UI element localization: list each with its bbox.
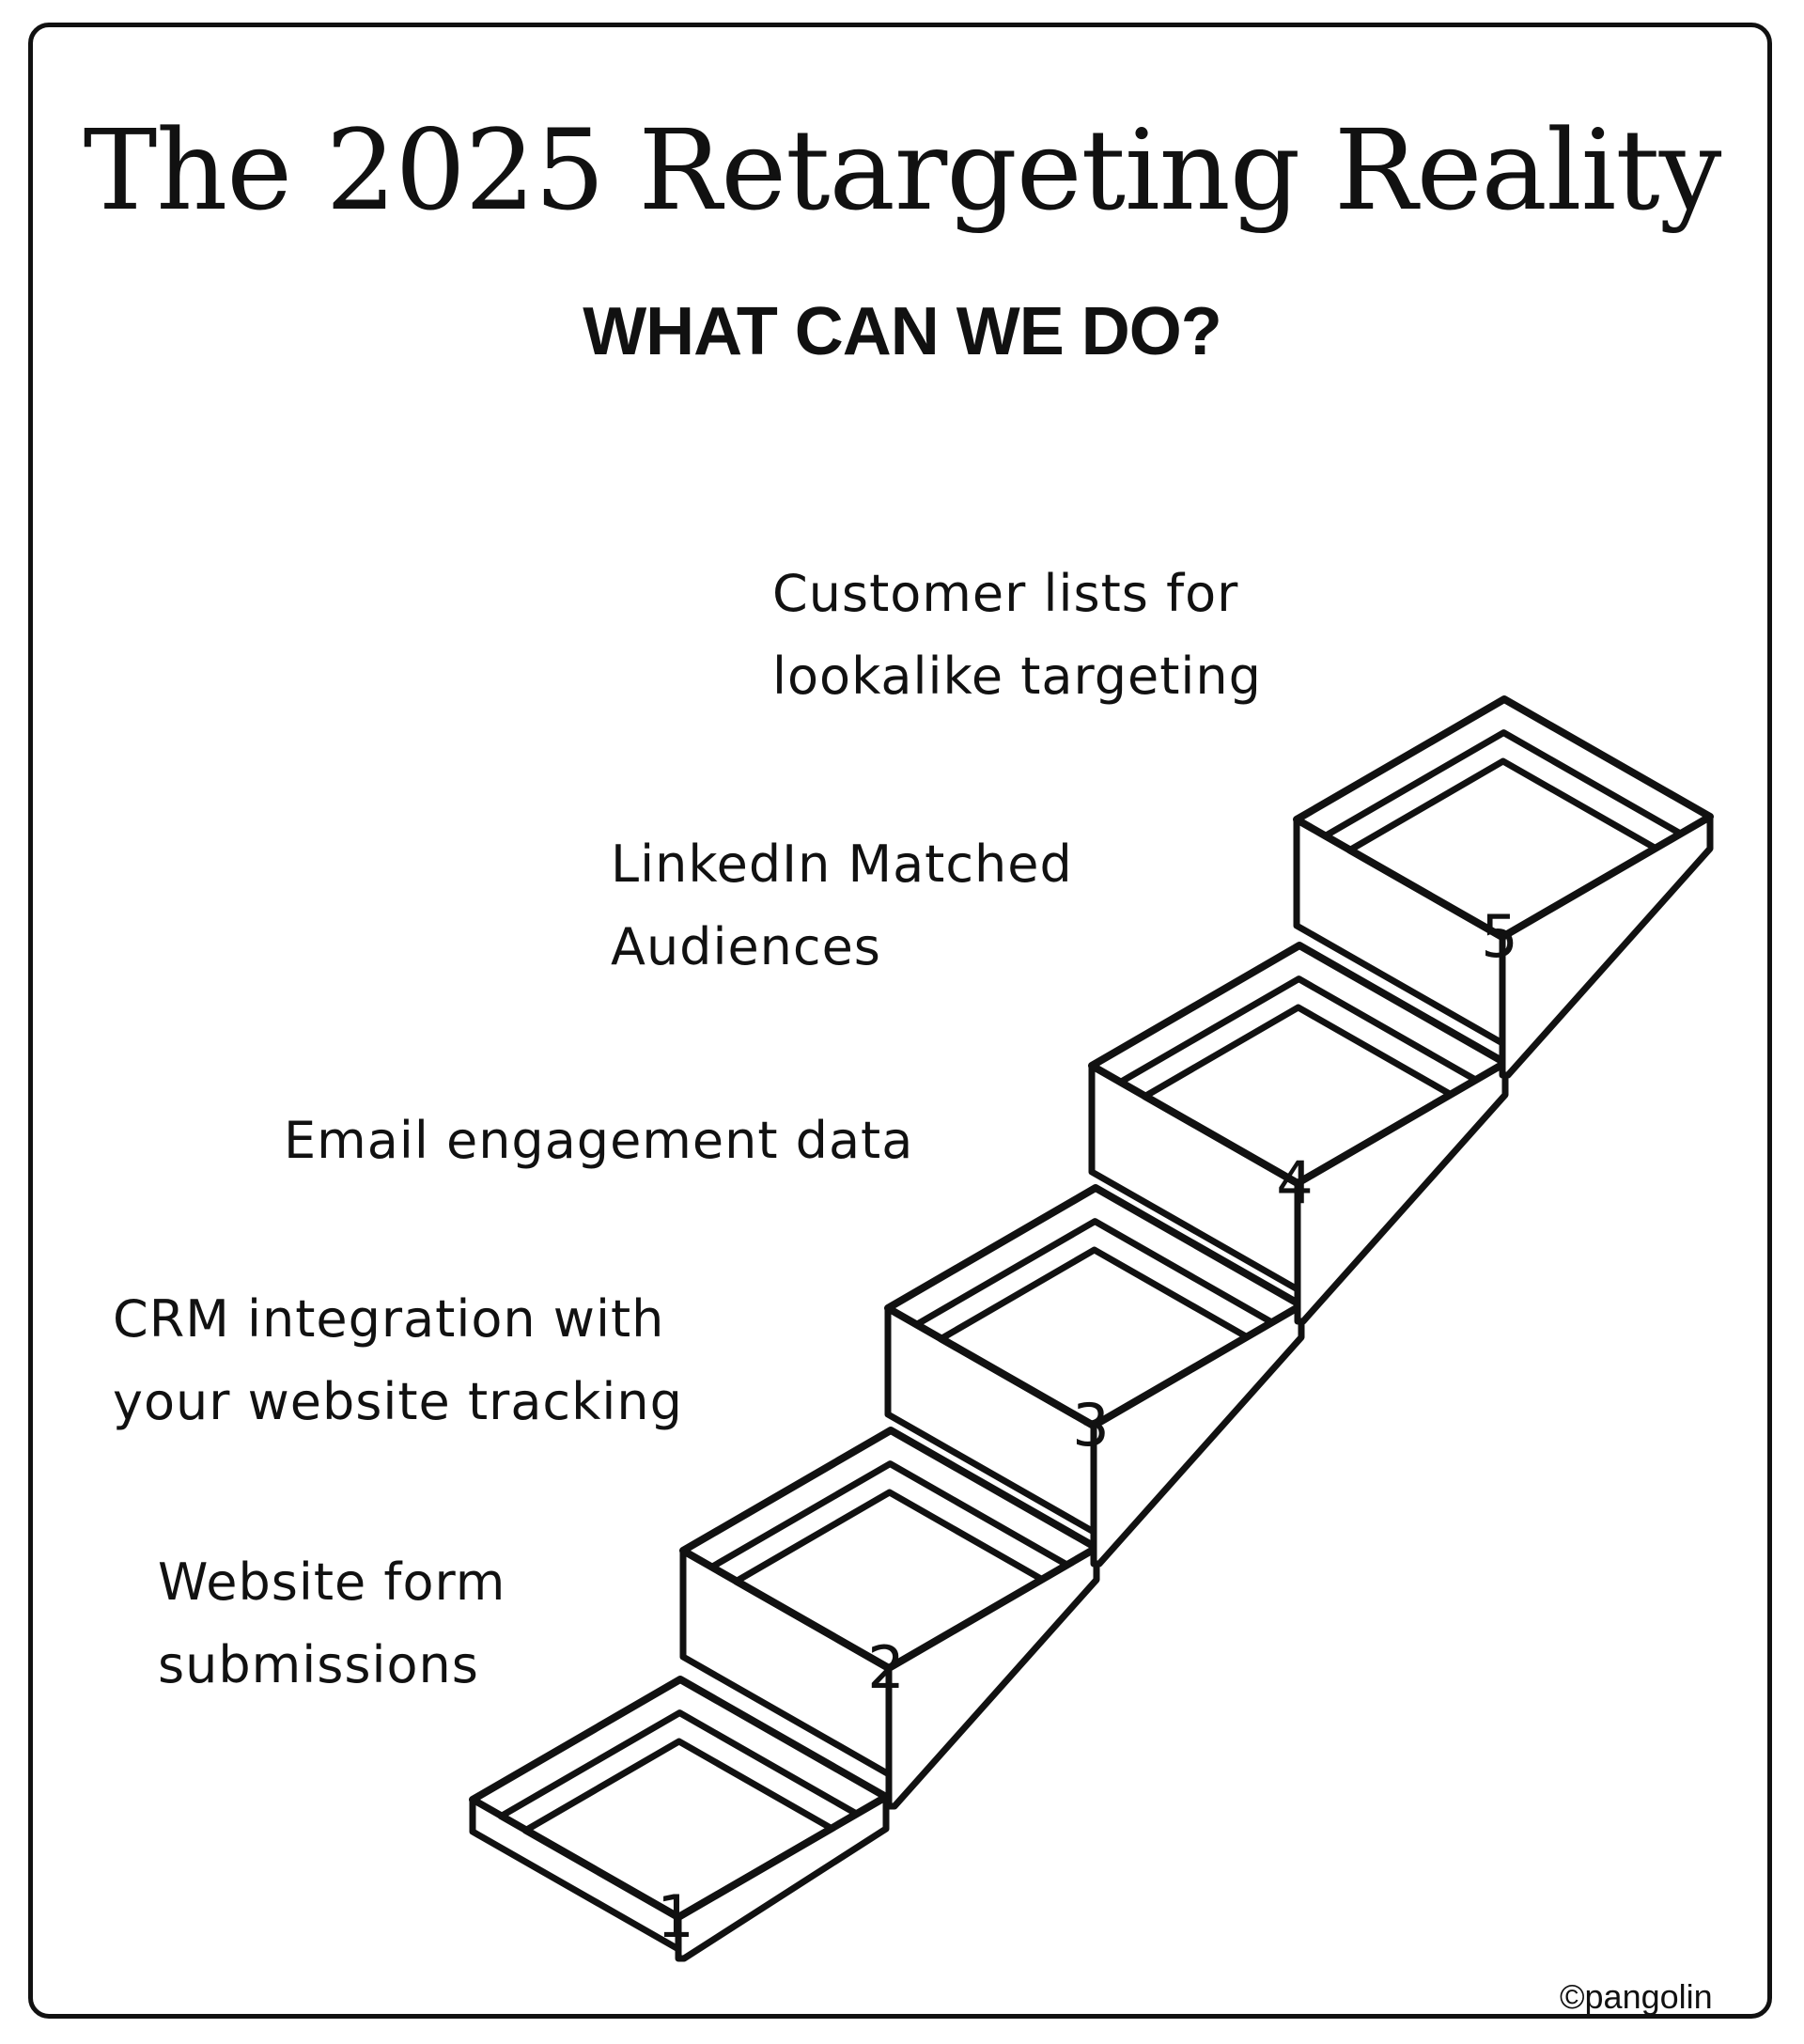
step-1-number: 1: [657, 1882, 693, 1951]
step-4-inset-border-2: [1141, 1004, 1454, 1187]
outer-frame: [28, 23, 1772, 2019]
step-5-label-line-2: lookalike targeting: [772, 647, 1262, 706]
step-2-number: 2: [867, 1633, 904, 1702]
step-2-label: CRM integration with your website tracki…: [113, 1278, 683, 1443]
step-5-inset-border-2: [1345, 757, 1659, 941]
step-4-label-line-1: LinkedIn Matched: [611, 835, 1073, 894]
credit-text: ©pangolin: [1560, 1977, 1713, 2016]
page-subtitle: WHAT CAN WE DO?: [583, 294, 1222, 369]
step-2-inset-border-2: [732, 1489, 1046, 1672]
step-4-label: LinkedIn Matched Audiences: [611, 823, 1073, 989]
step-3-label: Email engagement data: [284, 1100, 913, 1182]
step-2-label-line-2: your website tracking: [113, 1372, 683, 1431]
step-2-label-line-1: CRM integration with: [113, 1289, 665, 1349]
page-title: The 2025 Retargeting Reality: [83, 105, 1722, 235]
step-1-label-line-2: submissions: [158, 1635, 479, 1694]
step-5-label: Customer lists for lookalike targeting: [772, 553, 1262, 718]
step-1-inset-border-2: [521, 1738, 835, 1921]
step-5-number: 5: [1481, 902, 1517, 971]
step-1-label-line-1: Website form: [158, 1553, 506, 1612]
step-5-label-line-1: Customer lists for: [772, 564, 1239, 623]
step-3-inset-border-2: [937, 1246, 1251, 1429]
step-3-label-line-1: Email engagement data: [284, 1111, 914, 1170]
step-1-label: Website form submissions: [158, 1541, 505, 1707]
step-4-label-line-2: Audiences: [611, 917, 881, 976]
step-3-number: 3: [1072, 1391, 1109, 1459]
step-4-number: 4: [1276, 1148, 1313, 1217]
